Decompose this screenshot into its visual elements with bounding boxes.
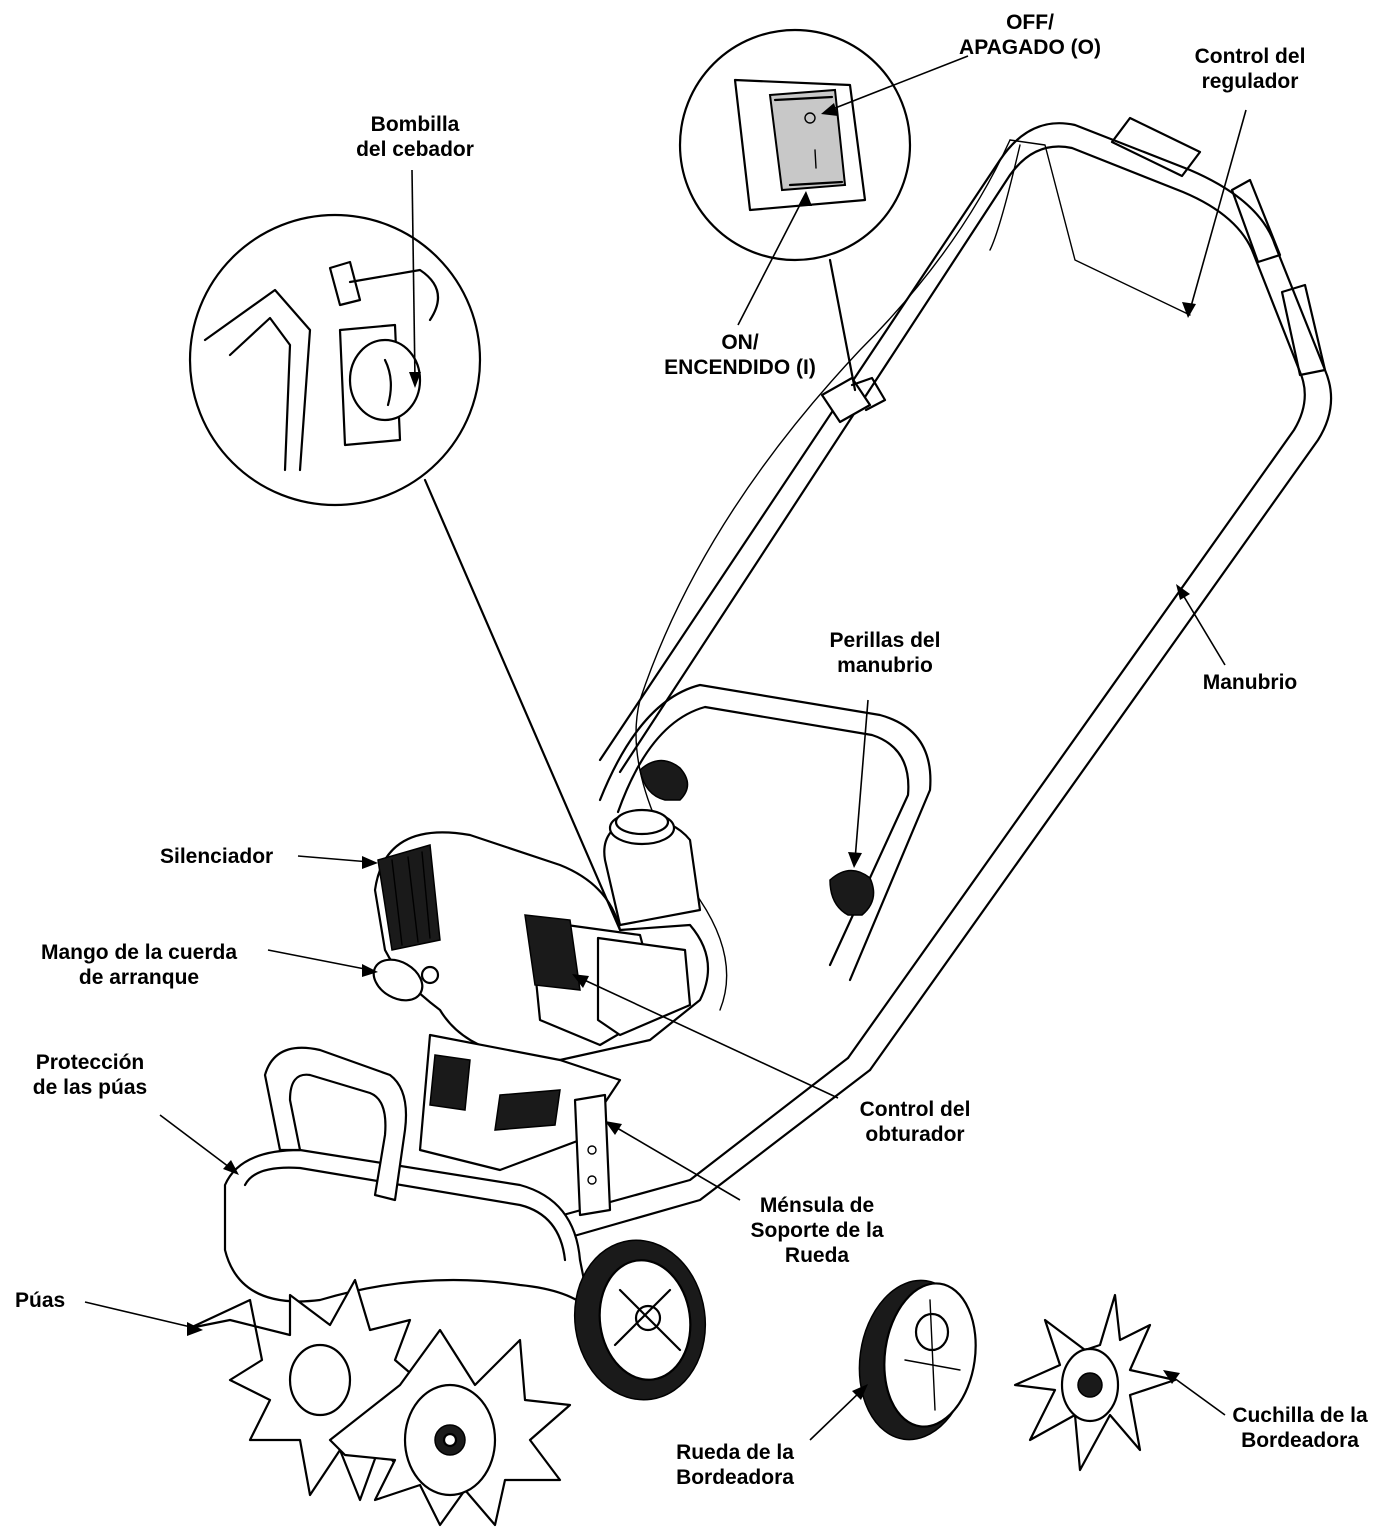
label-line: ENCENDIDO (I) [664,356,816,379]
label-line: Rueda de la [676,1441,794,1464]
label-line: Bombilla [370,113,460,136]
label-line: obturador [865,1123,965,1146]
label-line: Cuchilla de la [1232,1404,1368,1427]
label-tines: Púas [15,1288,95,1313]
label-handle: Manubrio [1180,670,1320,695]
leader-lines [84,55,1247,1441]
label-edger-blade: Cuchilla de la Bordeadora [1215,1403,1385,1453]
label-throttle-control: Control del regulador [1170,44,1330,94]
handle-knob-lower [829,869,875,916]
label-line: Bordeadora [676,1466,794,1489]
label-on-switch: ON/ ENCENDIDO (I) [640,330,840,380]
handle-knob-upper [639,759,689,801]
label-line: Protección [35,1051,145,1074]
label-tine-guard: Protección de las púas [5,1050,175,1100]
tiller-wheel [573,1239,707,1401]
label-line: Control del [859,1098,971,1121]
tine-guard [223,1046,592,1312]
label-line: Manubrio [1202,671,1298,694]
label-line: OFF/ [1006,11,1054,34]
label-edger-wheel: Rueda de la Bordeadora [650,1440,820,1490]
wheel-bracket [573,1093,612,1217]
label-line: de arranque [78,966,200,989]
label-line: Púas [15,1289,66,1312]
label-line: Bordeadora [1241,1429,1359,1452]
label-starter-handle: Mango de la cuerda de arranque [14,940,264,990]
label-line: manubrio [837,654,933,677]
label-line: del cebador [356,138,474,161]
label-primer-bulb: Bombilla del cebador [325,112,505,162]
label-wheel-bracket: Ménsula de Soporte de la Rueda [732,1193,902,1268]
edger-wheel [858,1279,977,1441]
label-choke-control: Control del obturador [835,1097,995,1147]
tines-assembly [188,1278,572,1527]
label-line: Perillas del [829,629,941,652]
label-line: Soporte de la [750,1219,884,1242]
label-handle-knobs: Perillas del manubrio [810,628,960,678]
switch-inset [678,28,912,262]
label-line: Mango de la cuerda [40,941,238,964]
label-line: ON/ [721,331,759,354]
label-line: Ménsula de [759,1194,875,1217]
label-off-switch: OFF/ APAGADO (O) [935,10,1125,60]
label-line: Control del [1194,45,1306,68]
handle-switch [820,376,887,424]
engine-body [372,808,710,1172]
label-line: de las púas [32,1076,148,1099]
label-line: Rueda [784,1244,850,1267]
label-line: regulador [1201,70,1299,93]
label-muffler: Silenciador [160,844,300,869]
handle-frame [543,116,1333,1242]
edger-blade [1013,1293,1177,1472]
label-line: APAGADO (O) [959,36,1101,59]
label-line: Silenciador [160,845,274,868]
primer-bulb-inset [188,213,482,507]
